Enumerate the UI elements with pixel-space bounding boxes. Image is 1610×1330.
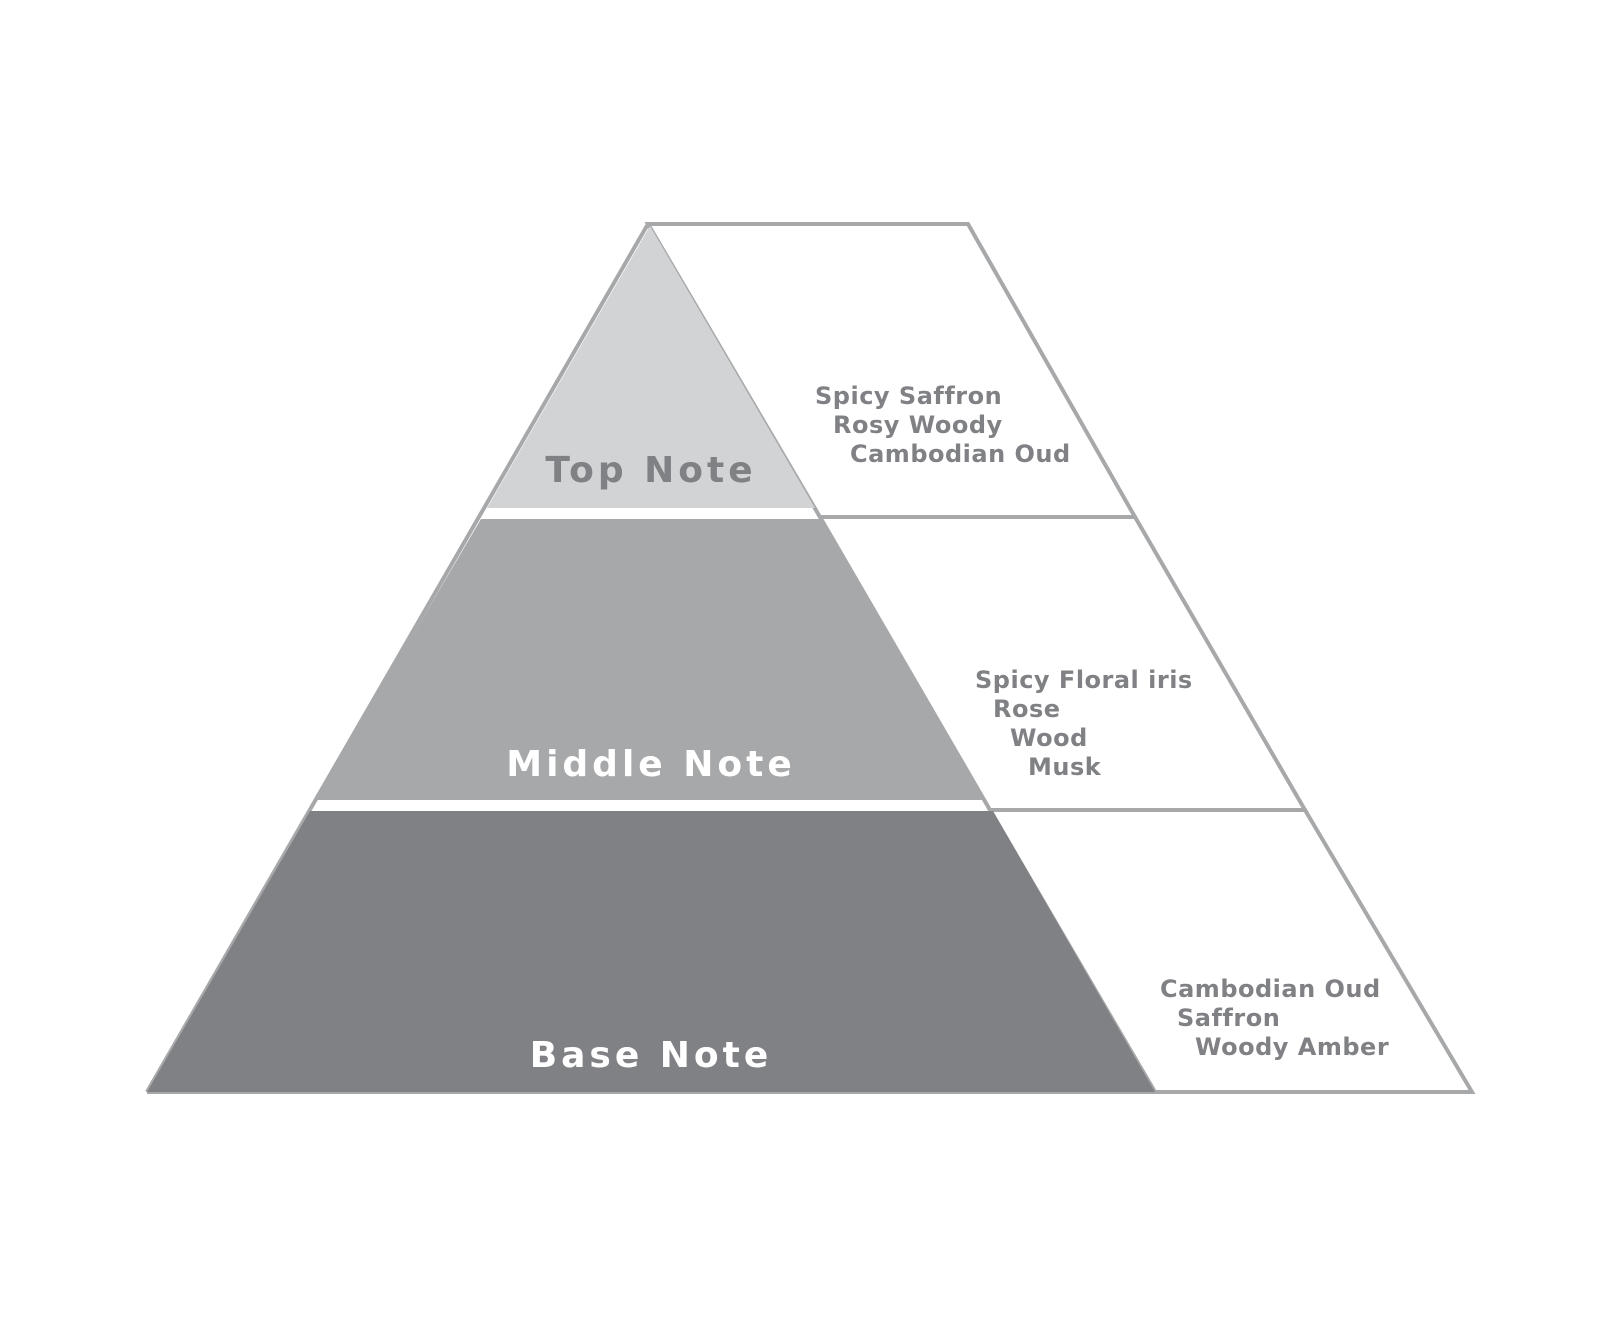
base-notes-list: Cambodian Oud Saffron Woody Amber (1160, 975, 1389, 1061)
top-note-item: Cambodian Oud (850, 440, 1071, 468)
middle-tier-label: Middle Note (506, 744, 795, 785)
middle-notes-list: Spicy Floral iris Rose Wood Musk (975, 666, 1193, 781)
base-tier (147, 811, 1155, 1092)
middle-note-item: Musk (1028, 753, 1102, 781)
middle-note-item: Spicy Floral iris (975, 666, 1193, 694)
base-note-item: Saffron (1177, 1004, 1280, 1032)
top-note-item: Spicy Saffron (815, 382, 1002, 410)
base-note-item: Cambodian Oud (1160, 975, 1381, 1003)
top-note-item: Rosy Woody (833, 411, 1003, 439)
top-notes-list: Spicy Saffron Rosy Woody Cambodian Oud (815, 382, 1071, 468)
base-note-item: Woody Amber (1195, 1033, 1389, 1061)
top-tier (487, 226, 815, 508)
middle-note-item: Wood (1010, 724, 1088, 752)
middle-tier (316, 519, 985, 800)
top-tier-label: Top Note (545, 450, 756, 491)
pyramid-left-edge (145, 223, 650, 1093)
middle-note-item: Rose (993, 695, 1061, 723)
base-tier-label: Base Note (530, 1035, 773, 1076)
